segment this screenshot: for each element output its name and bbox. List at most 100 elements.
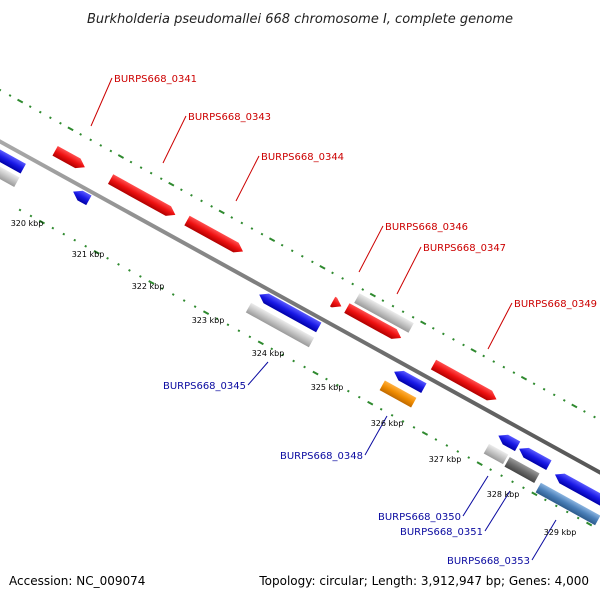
gene-burps668-0347[interactable] (344, 303, 404, 343)
gene-reverse-right-edge[interactable] (552, 470, 600, 511)
gene-burps668-0351[interactable] (504, 456, 540, 484)
gene-reverse-left-edge[interactable] (0, 143, 26, 174)
gene-label-rev-3[interactable]: BURPS668_0350 (378, 512, 461, 523)
tick-mark (500, 474, 503, 478)
gene-label-2-leader (162, 115, 187, 164)
scale-tick-label: 321 kbp (72, 250, 105, 259)
gene-label-4-leader (358, 225, 384, 273)
tick-mark (171, 293, 175, 296)
tick-mark (280, 243, 284, 247)
tick-mark (59, 121, 62, 125)
tick-mark (312, 370, 319, 376)
tick-mark (237, 329, 241, 333)
gene-label-4[interactable]: BURPS668_0346 (385, 222, 468, 233)
tick-mark (159, 177, 163, 181)
tick-mark (190, 193, 193, 197)
tick-mark (73, 238, 77, 242)
gene-grey-0345-lower[interactable] (245, 302, 315, 348)
tick-mark (160, 287, 164, 290)
tick-mark (129, 160, 133, 164)
tick-mark (520, 375, 528, 381)
tick-mark (260, 232, 264, 236)
gene-label-rev-1-leader (247, 361, 269, 386)
gene-burps668-0348[interactable] (391, 367, 427, 394)
tick-mark (511, 480, 514, 484)
tick-mark (51, 226, 55, 230)
gene-reverse-0351-upper[interactable] (516, 444, 552, 471)
gene-label-rev-1[interactable]: BURPS668_0345 (163, 381, 246, 392)
gene-burps668-0350[interactable] (483, 443, 509, 465)
label-leaders (90, 77, 557, 561)
tick-mark (542, 387, 546, 391)
tick-mark (230, 216, 234, 219)
gene-label-3[interactable]: BURPS668_0344 (261, 152, 344, 163)
tick-mark (346, 389, 350, 393)
tick-mark (467, 456, 471, 459)
tick-mark (476, 461, 483, 466)
tick-mark (552, 393, 556, 397)
gene-burps668-0349[interactable] (430, 359, 499, 404)
tick-mark (281, 353, 285, 357)
tick-mark (117, 262, 120, 266)
gene-burps668-0345[interactable] (257, 290, 322, 333)
gene-grey-left-edge[interactable] (0, 160, 20, 188)
gene-label-5[interactable]: BURPS668_0347 (423, 243, 506, 254)
tick-mark (489, 468, 492, 472)
tick-mark (442, 332, 445, 336)
tick-mark (18, 208, 22, 212)
gene-label-rev-5-leader (531, 519, 557, 561)
upper-tick-track (0, 88, 596, 419)
gene-burps668-0341[interactable] (52, 145, 87, 172)
tick-mark (17, 98, 24, 104)
gene-label-2[interactable]: BURPS668_0343 (188, 112, 271, 123)
topology-summary: Topology: circular; Length: 3,912,947 bp… (258, 574, 589, 588)
gene-label-rev-4[interactable]: BURPS668_0351 (400, 527, 483, 538)
gene-label-6[interactable]: BURPS668_0349 (514, 299, 597, 310)
gene-reverse-0350-upper[interactable] (496, 431, 521, 452)
tick-mark (401, 310, 405, 314)
tick-mark (240, 221, 244, 225)
tick-mark (62, 232, 66, 236)
gene-label-rev-5[interactable]: BURPS668_0353 (447, 556, 530, 567)
gene-orange-0348-lower[interactable] (379, 380, 417, 408)
gene-labels: BURPS668_0341BURPS668_0343BURPS668_0344B… (114, 74, 597, 567)
tick-mark (270, 347, 274, 351)
gene-burps668-0344[interactable] (184, 215, 245, 257)
tick-mark (532, 382, 536, 386)
tick-mark (182, 299, 186, 302)
tick-mark (226, 323, 230, 327)
tick-mark (202, 310, 210, 315)
tick-mark (401, 419, 405, 423)
tick-mark (357, 395, 361, 399)
tick-mark (576, 516, 580, 520)
tick-mark (139, 166, 143, 169)
tick-mark (470, 348, 477, 353)
tick-mark (84, 244, 88, 248)
tick-mark (512, 371, 516, 375)
tick-mark (554, 504, 558, 508)
tick-mark (565, 510, 569, 514)
tick-mark (586, 521, 593, 527)
tick-mark (502, 365, 506, 369)
gene-label-1[interactable]: BURPS668_0341 (114, 74, 197, 85)
gene-label-rev-2[interactable]: BURPS668_0348 (280, 451, 363, 462)
tick-mark (106, 256, 109, 260)
scale-tick-label: 329 kbp (544, 528, 577, 537)
tick-mark (434, 438, 438, 441)
tick-mark (331, 271, 334, 275)
scale-tick-label: 324 kbp (252, 349, 285, 358)
tick-mark (311, 260, 314, 264)
tick-mark (168, 181, 175, 187)
gene-burps668-0346[interactable] (329, 296, 344, 311)
gene-reverse-small[interactable] (70, 187, 92, 206)
tick-mark (38, 219, 45, 225)
tick-mark (93, 249, 100, 255)
gene-label-5-leader (396, 246, 422, 295)
tick-mark (99, 144, 103, 147)
gene-burps668-0353[interactable] (535, 482, 600, 526)
tick-mark (492, 360, 496, 363)
backbone (0, 139, 600, 475)
gene-grey-0347-upper[interactable] (354, 293, 414, 333)
gene-burps668-0343[interactable] (107, 174, 178, 219)
